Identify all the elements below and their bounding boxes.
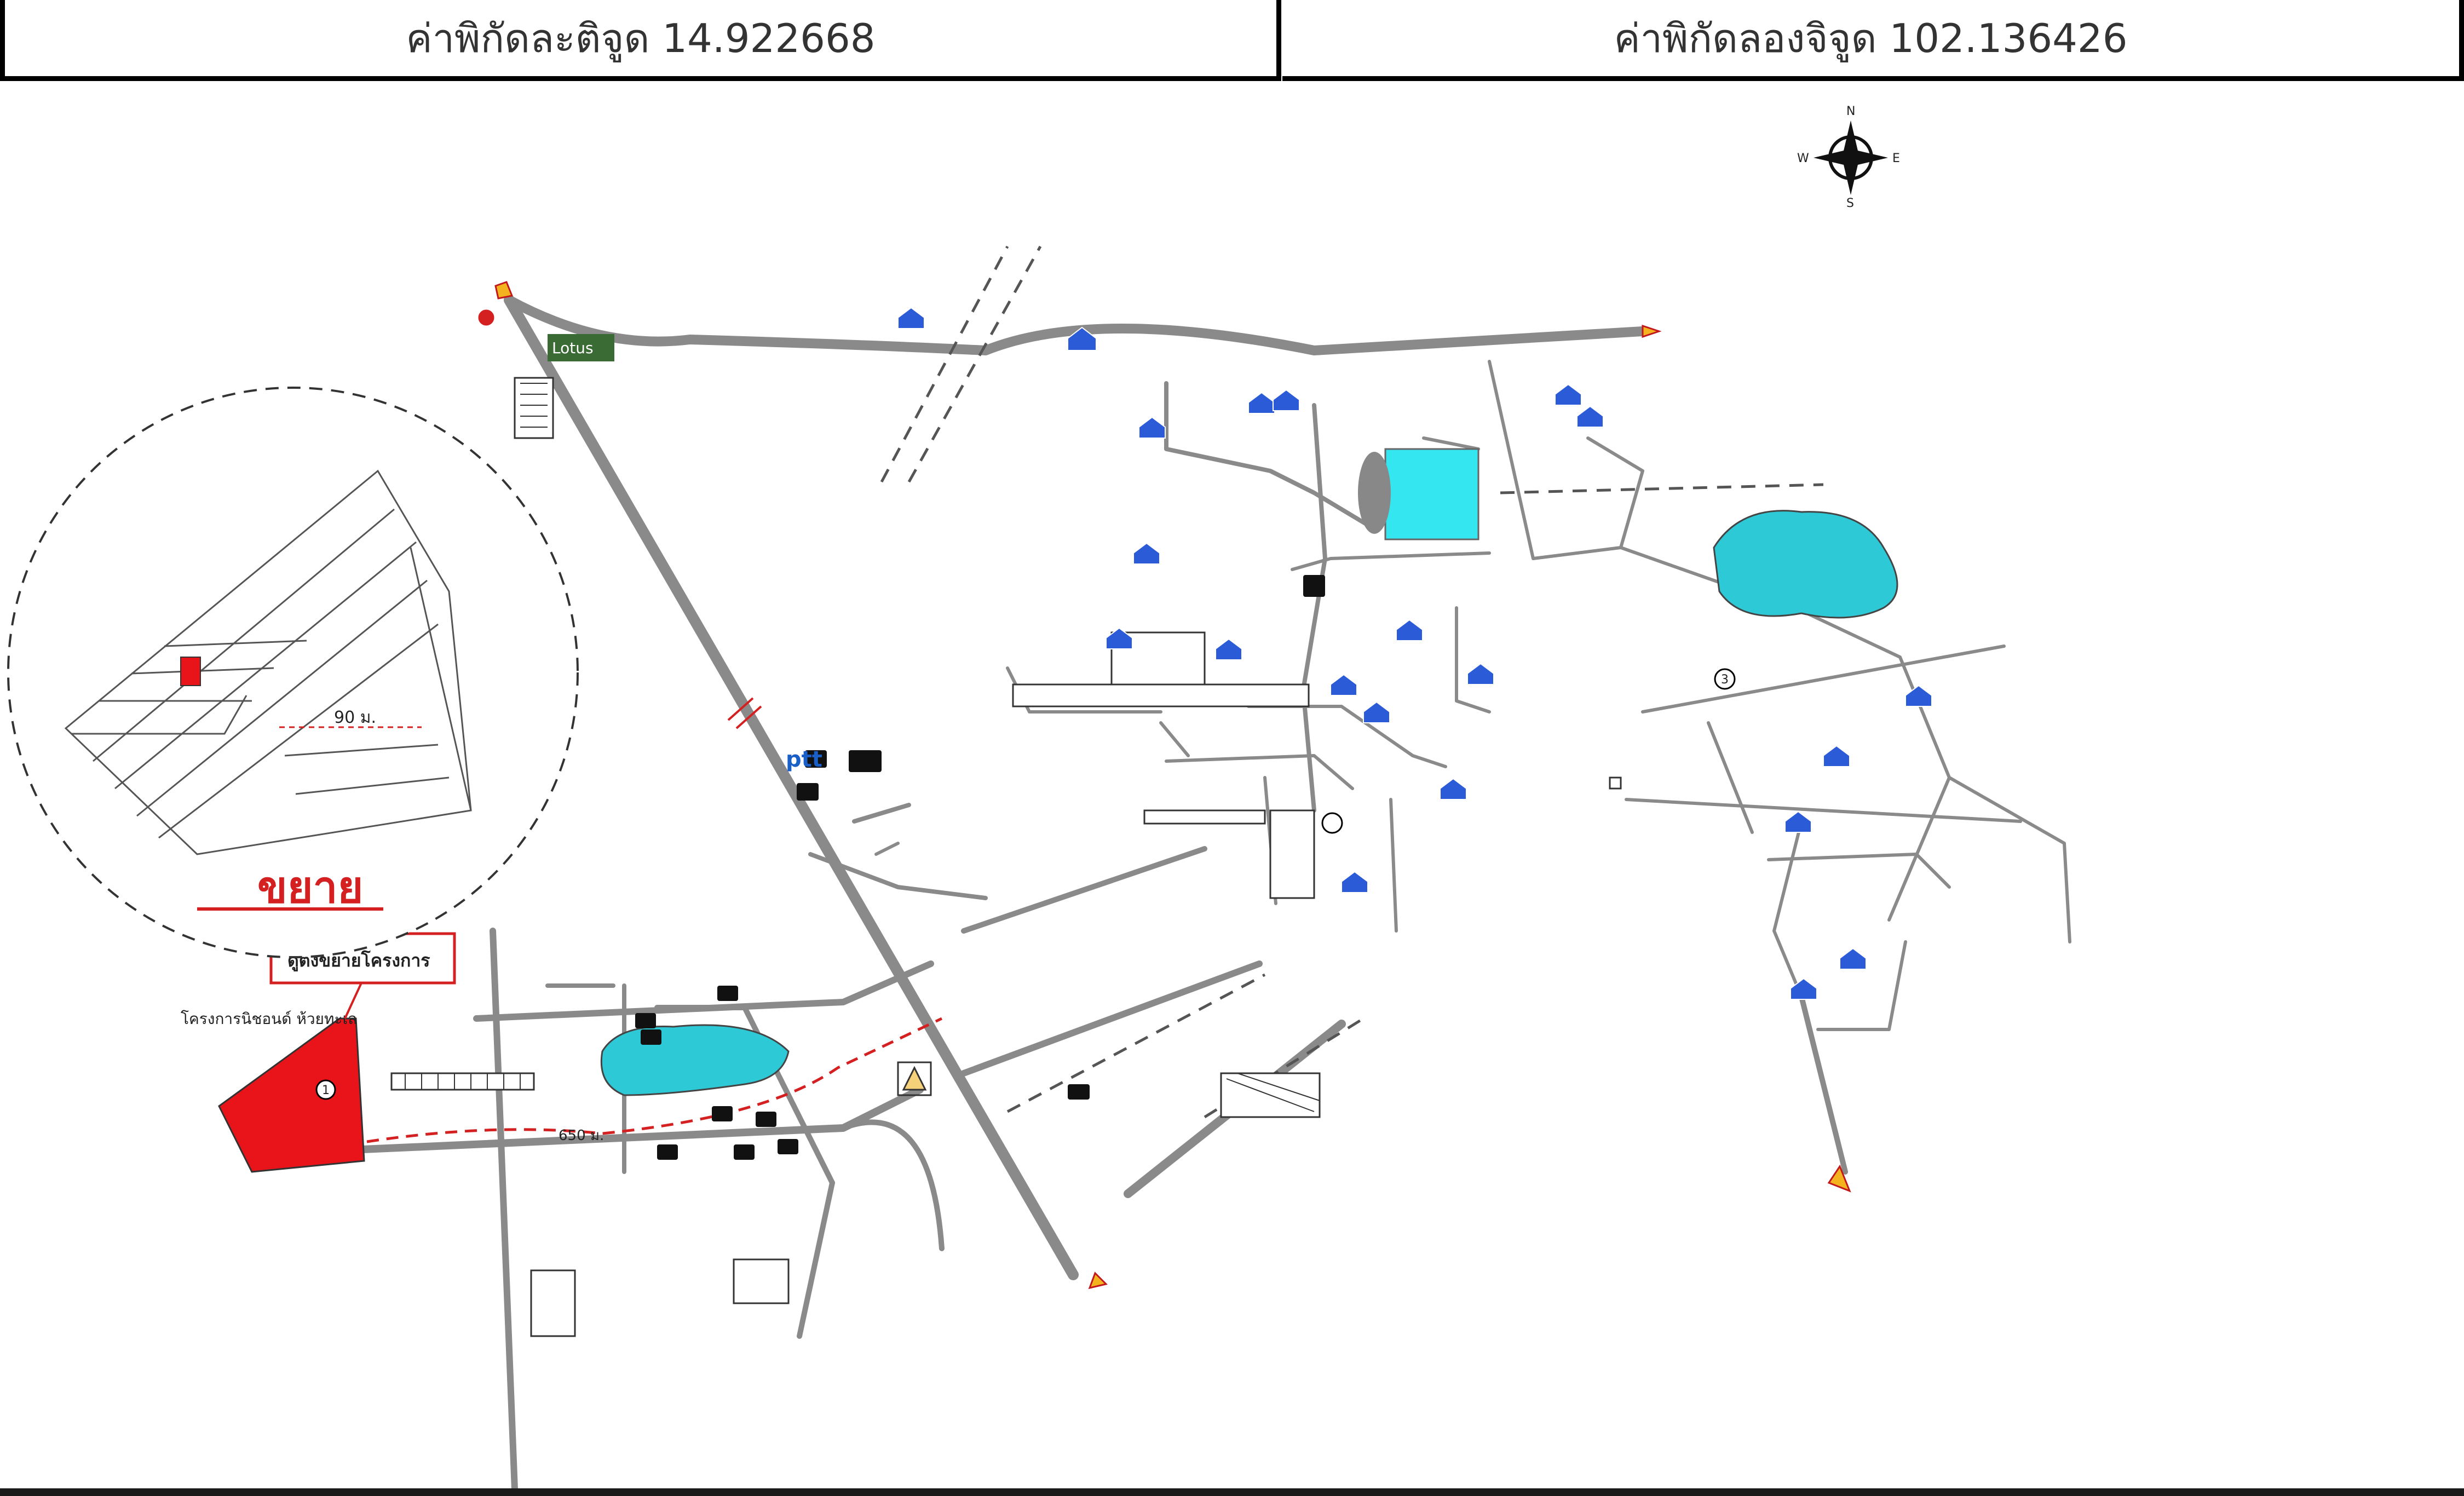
- northern-road: [504, 295, 1648, 355]
- lake-icon: [1713, 510, 1898, 619]
- project-distance-path: [366, 1017, 943, 1143]
- zoom-inset: 90 ม. ขยาย: [7, 387, 579, 958]
- inset-distance-label: 90 ม.: [334, 708, 376, 727]
- western-road: [490, 928, 518, 1488]
- hatch-lines: [405, 383, 1320, 1112]
- inset-project-plot: [180, 657, 201, 686]
- compass-south: S: [1846, 197, 1854, 210]
- project-name: โครงการนิชอนด์ ห้วยทะเล: [181, 1010, 357, 1028]
- southeast-road: [1799, 994, 1848, 1175]
- south-road: [347, 1086, 924, 1154]
- latitude-box: ค่าพิกัดละติจูด 14.922668: [0, 0, 1281, 81]
- ptt-brand: ptt: [786, 747, 822, 772]
- highway-crossing-icon: [727, 697, 762, 729]
- pond-icon: [600, 1024, 790, 1096]
- road-network: [347, 295, 2071, 1488]
- longitude-box: ค่าพิกัดลองจิจูด 102.136426: [1282, 0, 2464, 81]
- project-access-road: [473, 960, 934, 1022]
- bottom-border: [0, 1488, 2464, 1496]
- compass-rose-icon: N S E W: [1797, 105, 1900, 210]
- compass-east: E: [1892, 152, 1900, 165]
- lotus-brand: Lotus: [548, 334, 614, 361]
- map-canvas[interactable]: N S E W: [0, 88, 2464, 1488]
- project-marker: 1: [322, 1084, 330, 1097]
- temple-icon: [902, 1066, 927, 1091]
- latitude-label: ค่าพิกัดละติจูด 14.922668: [406, 15, 876, 61]
- project-distance-label: 650 ม.: [559, 1127, 604, 1144]
- direction-arrows: [494, 281, 1851, 1290]
- coordinate-header: ค่าพิกัดละติจูด 14.922668 ค่าพิกัดลองจิจ…: [0, 0, 2464, 88]
- landmark-icons: [635, 575, 1325, 1160]
- route-marker: 3: [1321, 668, 1736, 834]
- inset-title: ขยาย: [257, 862, 363, 913]
- longitude-label: ค่าพิกัดลองจิจูด 102.136426: [1614, 15, 2128, 61]
- project-site[interactable]: 1: [218, 1017, 365, 1173]
- compass-west: W: [1797, 152, 1809, 165]
- house-icons: [897, 307, 1932, 1000]
- compass-north: N: [1846, 105, 1855, 118]
- building-block: [1358, 452, 1391, 534]
- svg-text:Lotus: Lotus: [552, 339, 594, 357]
- main-highway: [504, 295, 1079, 1280]
- no-entry-sign-icon: [476, 308, 496, 327]
- sports-field: [1384, 448, 1479, 540]
- route-marker-label: 3: [1721, 673, 1729, 687]
